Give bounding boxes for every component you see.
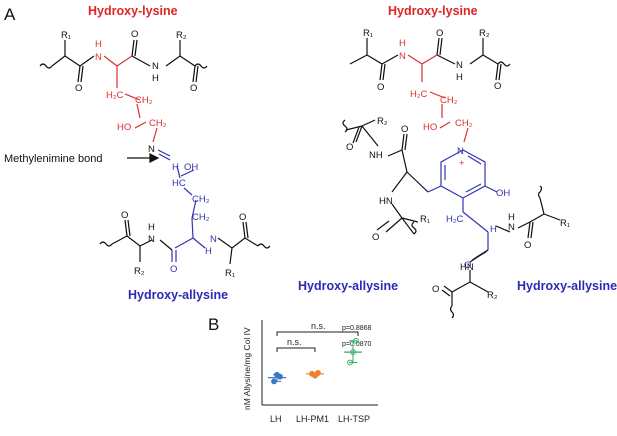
atom-o: O (346, 142, 353, 153)
atom-hc: HC (172, 178, 186, 189)
right-structure: Hydroxy-lysine R₁ (298, 4, 617, 319)
data-point-lh-tsp (347, 359, 353, 366)
error-bar-lh-tsp (349, 340, 357, 363)
atom-ch2: CH₂ (149, 118, 167, 129)
data-point-lh (277, 373, 283, 380)
methylenimine-bond-label: Methylenimine bond (4, 153, 102, 165)
atom-o: O (75, 83, 82, 94)
atom-nh: NH (369, 150, 383, 161)
tick-label-lh: LH (270, 414, 282, 424)
atom-o: O (436, 28, 443, 39)
atom-r1: R₁ (420, 214, 430, 225)
atom-o: O (432, 284, 439, 295)
atom-h: H (508, 212, 515, 223)
atom-r2: R₂ (134, 266, 145, 277)
atom-ch2: CH₂ (440, 95, 458, 106)
atom-o: O (239, 212, 246, 223)
p-value-lh-pm1: p=0.0870 (342, 341, 371, 348)
atom-h2c: H₂C (410, 89, 428, 100)
atom-n: N (152, 61, 159, 72)
panel-b-label: B (208, 315, 219, 334)
atom-ch2: CH₂ (192, 194, 210, 205)
atom-n: N (457, 146, 464, 157)
atom-h: H (399, 38, 406, 49)
atom-h: H (456, 72, 463, 83)
atom-n: N (508, 222, 515, 233)
atom-h: H (95, 39, 102, 50)
left-bottom-title: Hydroxy-allysine (128, 288, 228, 302)
atom-h2c: H₂C (106, 90, 124, 101)
atom-r2: R₂ (479, 28, 490, 39)
atom-hn: HN (460, 262, 474, 273)
left-top-title: Hydroxy-lysine (88, 4, 178, 18)
tick-label-lh-tsp: LH-TSP (338, 414, 370, 424)
atom-o: O (401, 124, 408, 135)
y-axis-label: nM Allysine/mg Col IV (242, 327, 252, 410)
atom-n: N (210, 234, 217, 245)
atom-o: O (190, 83, 197, 94)
atom-r1: R₁ (363, 28, 373, 39)
atom-n: N (148, 234, 155, 245)
ns-label-lh-tsp: n.s. (311, 321, 326, 331)
atom-r2: R₂ (377, 116, 388, 127)
atom-h: H (205, 246, 212, 257)
atom-h: H (152, 73, 159, 84)
p-value-lh-tsp: p=0.8868 (342, 325, 371, 332)
atom-n: N (399, 51, 406, 62)
atom-ch2: CH₂ (455, 118, 473, 129)
atom-h: H (172, 162, 179, 173)
data-point-lh-pm1 (315, 369, 321, 376)
data-point-lh (271, 378, 277, 385)
atom-h2c: H₂C (446, 214, 464, 225)
panel-a-label: A (4, 5, 16, 24)
atom-o: O (131, 29, 138, 40)
atom-o: O (524, 240, 531, 251)
ns-label-lh-pm1: n.s. (287, 337, 302, 347)
bracket-lh-lh-tsp (276, 331, 359, 336)
tick-label-lh-pm1: LH-PM1 (296, 414, 329, 424)
left-structure: Hydroxy-lysine (4, 4, 271, 302)
atom-r1: R₁ (61, 30, 71, 41)
atom-o: O (464, 260, 471, 271)
atom-h: H (490, 224, 497, 235)
data-point-lh-tsp (350, 349, 356, 356)
bond-arrow (127, 153, 160, 163)
atom-r2: R₂ (176, 30, 187, 41)
data-point-lh-tsp (353, 337, 359, 344)
atom-h: H (148, 222, 155, 233)
right-bottom-right-title: Hydroxy-allysine (517, 279, 617, 293)
atom-n: N (95, 52, 102, 63)
atom-ch2: CH₂ (135, 95, 153, 106)
right-bottom-left-title: Hydroxy-allysine (298, 279, 398, 293)
atom-n: N (456, 60, 463, 71)
atom-o: O (377, 82, 384, 93)
allysine-chart: nM Allysine/mg Col IV LH LH-PM1 LH-TSP n… (242, 320, 378, 424)
atom-plus: + (459, 158, 465, 169)
atom-r2: R₂ (487, 290, 498, 301)
atom-n: N (148, 144, 155, 155)
atom-o: O (372, 232, 379, 243)
atom-r1: R₁ (560, 218, 570, 229)
bracket-lh-lh-pm1 (276, 347, 316, 352)
atom-ho: HO (117, 122, 131, 133)
atom-o: O (494, 81, 501, 92)
atom-hn: HN (379, 196, 393, 207)
atom-o: O (121, 210, 128, 221)
atom-oh: OH (496, 188, 510, 199)
atom-oh: OH (184, 162, 198, 173)
atom-o: O (170, 264, 177, 275)
right-top-title: Hydroxy-lysine (388, 4, 478, 18)
atom-r1: R₁ (225, 268, 235, 279)
atom-ho: HO (423, 122, 437, 133)
atom-ch2: CH₂ (192, 212, 210, 223)
